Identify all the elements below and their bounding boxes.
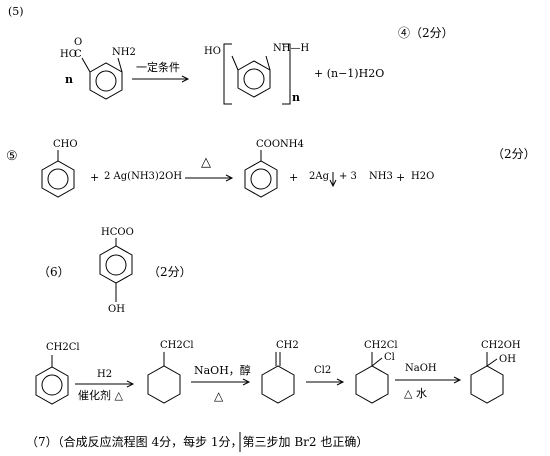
product-ch2oh: CH2OH	[481, 340, 521, 351]
ammonia-label: NH3	[369, 171, 393, 182]
step4-condition: △ 水	[404, 387, 427, 400]
plus-2: +	[289, 171, 299, 184]
step1-condition: 催化剂 △	[78, 389, 123, 402]
cho-label: CHO	[53, 139, 78, 150]
hydroxyphenyl-formate-ring	[99, 238, 133, 302]
acid-ho-label: HO	[60, 49, 77, 60]
section6-label: （6）	[38, 265, 70, 279]
step1-reagent: H2	[97, 369, 113, 380]
benzyl-chloride-ring	[35, 355, 69, 405]
ammonium-benzoate-label: COONH4	[256, 139, 304, 150]
plus-4: +	[396, 171, 406, 184]
intermediate3-cl: Cl	[384, 352, 395, 363]
oh-label: OH	[108, 304, 125, 315]
reaction4-score: （2分）	[492, 147, 536, 161]
product-oh: OH	[499, 354, 516, 365]
acid-o-label: O	[74, 37, 83, 48]
plus-1: +	[90, 171, 100, 184]
plus-3: + 3	[339, 171, 357, 182]
polymer-count: n	[292, 91, 300, 104]
polymer-ring	[231, 55, 271, 98]
heat-symbol: △	[201, 155, 211, 170]
step4-reagent: NaOH	[405, 363, 437, 374]
step3-reagent: Cl2	[314, 365, 332, 376]
methylenecyclohexane-ring	[261, 352, 295, 404]
intermediate1-label: CH2Cl	[160, 340, 194, 351]
hcoo-label: HCOO	[101, 227, 134, 238]
methylene-label: CH2	[276, 340, 299, 351]
polymer-ho-label: HO	[204, 46, 221, 57]
amine-label: NH2	[112, 47, 136, 58]
section5-label: (5)	[8, 5, 24, 18]
silver-label: 2Ag	[309, 171, 329, 182]
water-label: H2O	[411, 171, 435, 182]
diol-ring	[470, 352, 504, 404]
step2-condition: △	[214, 389, 224, 403]
polymer-left-bracket	[223, 43, 232, 105]
reaction-marker: ⑤	[6, 149, 18, 164]
intermediate3-ch2cl: CH2Cl	[364, 340, 398, 351]
monomer-count: n	[65, 73, 73, 86]
polymer-nh-label: NH—H	[273, 43, 310, 54]
section6-score: （2分）	[148, 265, 192, 279]
cyclohexylmethyl-chloride-ring	[147, 352, 181, 404]
polymer-end-h: —H	[290, 43, 310, 54]
benzaldehyde-ring	[41, 150, 75, 198]
section7-note: （7）（合成反应流程图 4分，每步 1分，第三步加 Br2 也正确）	[26, 435, 369, 449]
acid-c-label: C	[74, 49, 82, 60]
tollens-reagent: 2 Ag(NH3)2OH	[104, 171, 183, 182]
dichloride-ring	[355, 352, 389, 404]
section5-score: ④（2分）	[398, 26, 454, 40]
condition-label: 一定条件	[136, 61, 180, 74]
polymer-right-bracket	[282, 43, 291, 105]
water-byproduct: + (n−1)H2O	[314, 67, 385, 80]
benzyl-chloride-label: CH2Cl	[46, 342, 80, 353]
step2-reagent: NaOH，醇	[194, 364, 251, 377]
anthranilic-acid-ring	[81, 57, 123, 100]
ammonium-benzoate-ring	[244, 150, 278, 198]
